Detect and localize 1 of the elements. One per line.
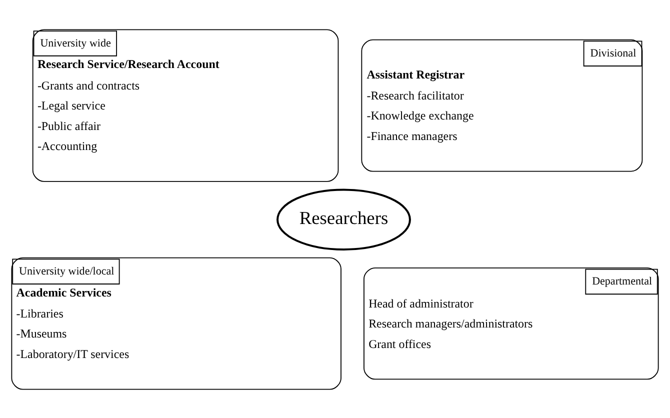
node-ellipse: Researchers: [276, 188, 411, 250]
